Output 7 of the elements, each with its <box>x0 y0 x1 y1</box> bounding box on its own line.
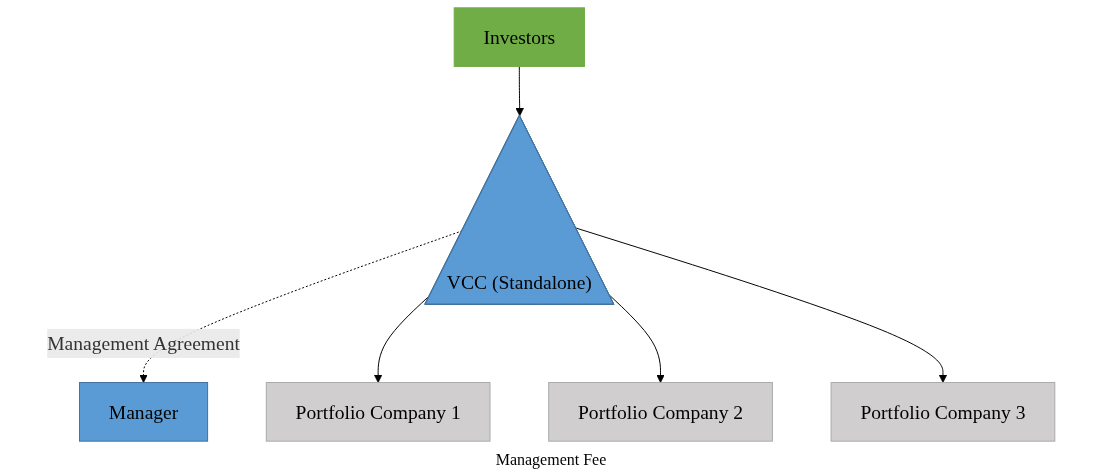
edge-label: Management Agreement <box>47 332 240 355</box>
note-label: Management Fee <box>495 451 607 469</box>
node-box: Manager <box>79 382 209 442</box>
node-box: Investors <box>453 7 585 67</box>
node-box: Portfolio Company 1 <box>265 382 491 442</box>
node-box: Portfolio Company 3 <box>830 382 1056 442</box>
node-box: Portfolio Company 2 <box>548 382 773 442</box>
